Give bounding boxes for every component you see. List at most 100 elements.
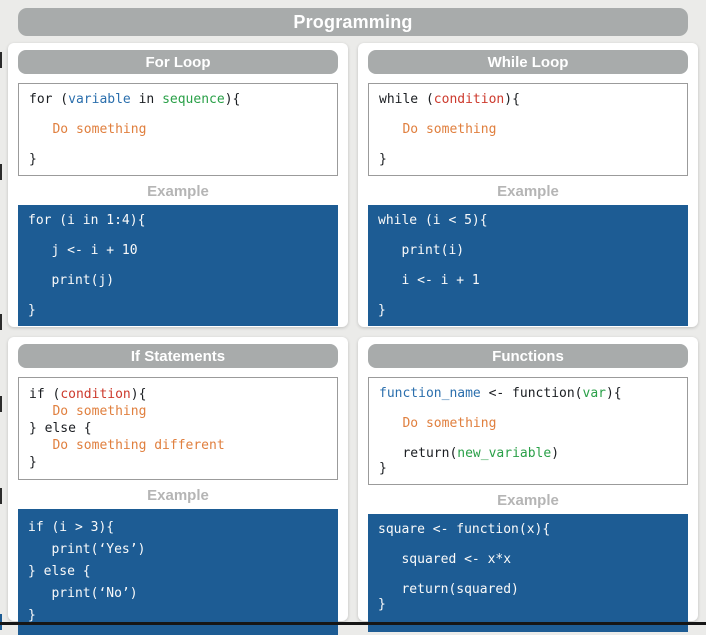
- section-card-if-statements: If Statements if (condition){ Do somethi…: [8, 337, 348, 635]
- code-line: }: [379, 461, 677, 476]
- code-token: sequence: [162, 92, 225, 107]
- code-line: [28, 258, 328, 273]
- code-line: }: [28, 303, 36, 318]
- code-line: i <- i + 1: [378, 273, 480, 288]
- code-line: squared <- x*x: [378, 552, 512, 567]
- section-header: If Statements: [18, 344, 338, 368]
- code-token: Do something: [379, 416, 497, 431]
- code-token: ): [551, 446, 560, 461]
- code-token: return(: [379, 446, 458, 461]
- code-line: [28, 288, 328, 303]
- example-box: if (i > 3){ print(‘Yes’) } else { print(‘…: [18, 509, 338, 635]
- code-line: } else {: [28, 564, 91, 579]
- code-line: }: [378, 303, 386, 318]
- code-line: [379, 401, 677, 416]
- code-token: for (: [29, 92, 69, 107]
- code-token: <- function(: [480, 386, 583, 401]
- code-line: print(‘No’): [28, 586, 138, 601]
- section-title: If Statements: [130, 347, 226, 365]
- example-label: Example: [147, 487, 209, 504]
- page-bottom-edge-line: [0, 622, 706, 625]
- example-box: square <- function(x){ squared <- x*x re…: [368, 514, 688, 632]
- code-line: Do something: [379, 416, 677, 431]
- section-card-while-loop: While Loop while (condition){ Do somethi…: [358, 43, 698, 327]
- code-token: while (: [379, 92, 434, 107]
- code-line: if (condition){: [29, 386, 327, 403]
- example-label: Example: [147, 183, 209, 200]
- section-card-functions: Functions function_name <- function(var)…: [358, 337, 698, 632]
- section-header: While Loop: [368, 50, 688, 74]
- code-line: [378, 228, 678, 243]
- code-token: ){: [224, 92, 241, 107]
- code-line: [379, 431, 677, 446]
- code-line: [29, 137, 327, 152]
- code-token: } else {: [29, 421, 92, 436]
- code-line: return(squared): [378, 582, 519, 597]
- section-header: Functions: [368, 344, 688, 368]
- code-line: j <- i + 10: [28, 243, 138, 258]
- code-line: print(j): [28, 273, 115, 288]
- code-line: [378, 567, 678, 582]
- sections-grid: For Loop for (variable in sequence){ Do …: [8, 43, 698, 635]
- code-line: print(‘Yes’): [28, 542, 146, 557]
- code-line: print(i): [378, 243, 465, 258]
- code-line: [378, 288, 678, 303]
- code-line: square <- function(x){: [378, 522, 551, 537]
- page-title: Programming: [293, 11, 413, 32]
- example-box: for (i in 1:4){ j <- i + 10 print(j) }: [18, 205, 338, 326]
- code-line: }: [378, 597, 386, 612]
- code-line: }: [379, 152, 677, 167]
- code-line: [29, 107, 327, 122]
- syntax-box: if (condition){ Do something } else { Do …: [18, 377, 338, 480]
- code-line: while (condition){: [379, 92, 677, 107]
- code-line: }: [29, 152, 327, 167]
- example-code: for (i in 1:4){ j <- i + 10 print(j) }: [28, 213, 328, 318]
- section-card-for-loop: For Loop for (variable in sequence){ Do …: [8, 43, 348, 327]
- code-line: [378, 258, 678, 273]
- syntax-box: while (condition){ Do something }: [368, 83, 688, 176]
- syntax-box: for (variable in sequence){ Do something…: [18, 83, 338, 176]
- code-token: }: [379, 461, 387, 476]
- code-line: }: [29, 454, 327, 471]
- syntax-box: function_name <- function(var){ Do somet…: [368, 377, 688, 485]
- section-title: Functions: [492, 347, 564, 365]
- code-token: if (: [29, 387, 61, 402]
- code-token: new_variable: [457, 446, 552, 461]
- section-header: For Loop: [18, 50, 338, 74]
- example-code: while (i < 5){ print(i) i <- i + 1 }: [378, 213, 678, 318]
- example-code: if (i > 3){ print(‘Yes’) } else { print(‘…: [28, 517, 328, 627]
- section-title: While Loop: [487, 53, 569, 71]
- code-line: for (variable in sequence){: [29, 92, 327, 107]
- code-token: function_name: [379, 386, 481, 401]
- section-title: For Loop: [145, 53, 211, 71]
- code-line: Do something: [29, 122, 327, 137]
- code-token: Do something: [29, 404, 147, 419]
- code-line: [378, 537, 678, 552]
- example-code: square <- function(x){ squared <- x*x re…: [378, 522, 678, 612]
- code-line: function_name <- function(var){: [379, 386, 677, 401]
- example-label: Example: [497, 183, 559, 200]
- code-token: }: [29, 455, 37, 470]
- code-line: [28, 228, 328, 243]
- code-token: Do something: [29, 122, 147, 137]
- page-edge-artifact-marks: [0, 52, 2, 68]
- code-line: Do something different: [29, 437, 327, 454]
- syntax-code: if (condition){ Do something } else { Do …: [29, 386, 327, 471]
- code-token: ){: [504, 92, 520, 107]
- code-line: if (i > 3){: [28, 520, 115, 535]
- example-box: while (i < 5){ print(i) i <- i + 1 }: [368, 205, 688, 326]
- page-title-bar: Programming: [18, 8, 688, 36]
- code-token: in: [130, 92, 163, 107]
- code-line: [379, 137, 677, 152]
- code-line: return(new_variable): [379, 446, 677, 461]
- code-token: }: [379, 152, 387, 167]
- syntax-code: while (condition){ Do something }: [379, 92, 677, 167]
- code-line: Do something: [29, 403, 327, 420]
- code-line: } else {: [29, 420, 327, 437]
- code-token: ){: [130, 387, 147, 402]
- syntax-code: function_name <- function(var){ Do somet…: [379, 386, 677, 476]
- syntax-code: for (variable in sequence){ Do something…: [29, 92, 327, 167]
- example-label: Example: [497, 492, 559, 509]
- code-token: ){: [605, 386, 622, 401]
